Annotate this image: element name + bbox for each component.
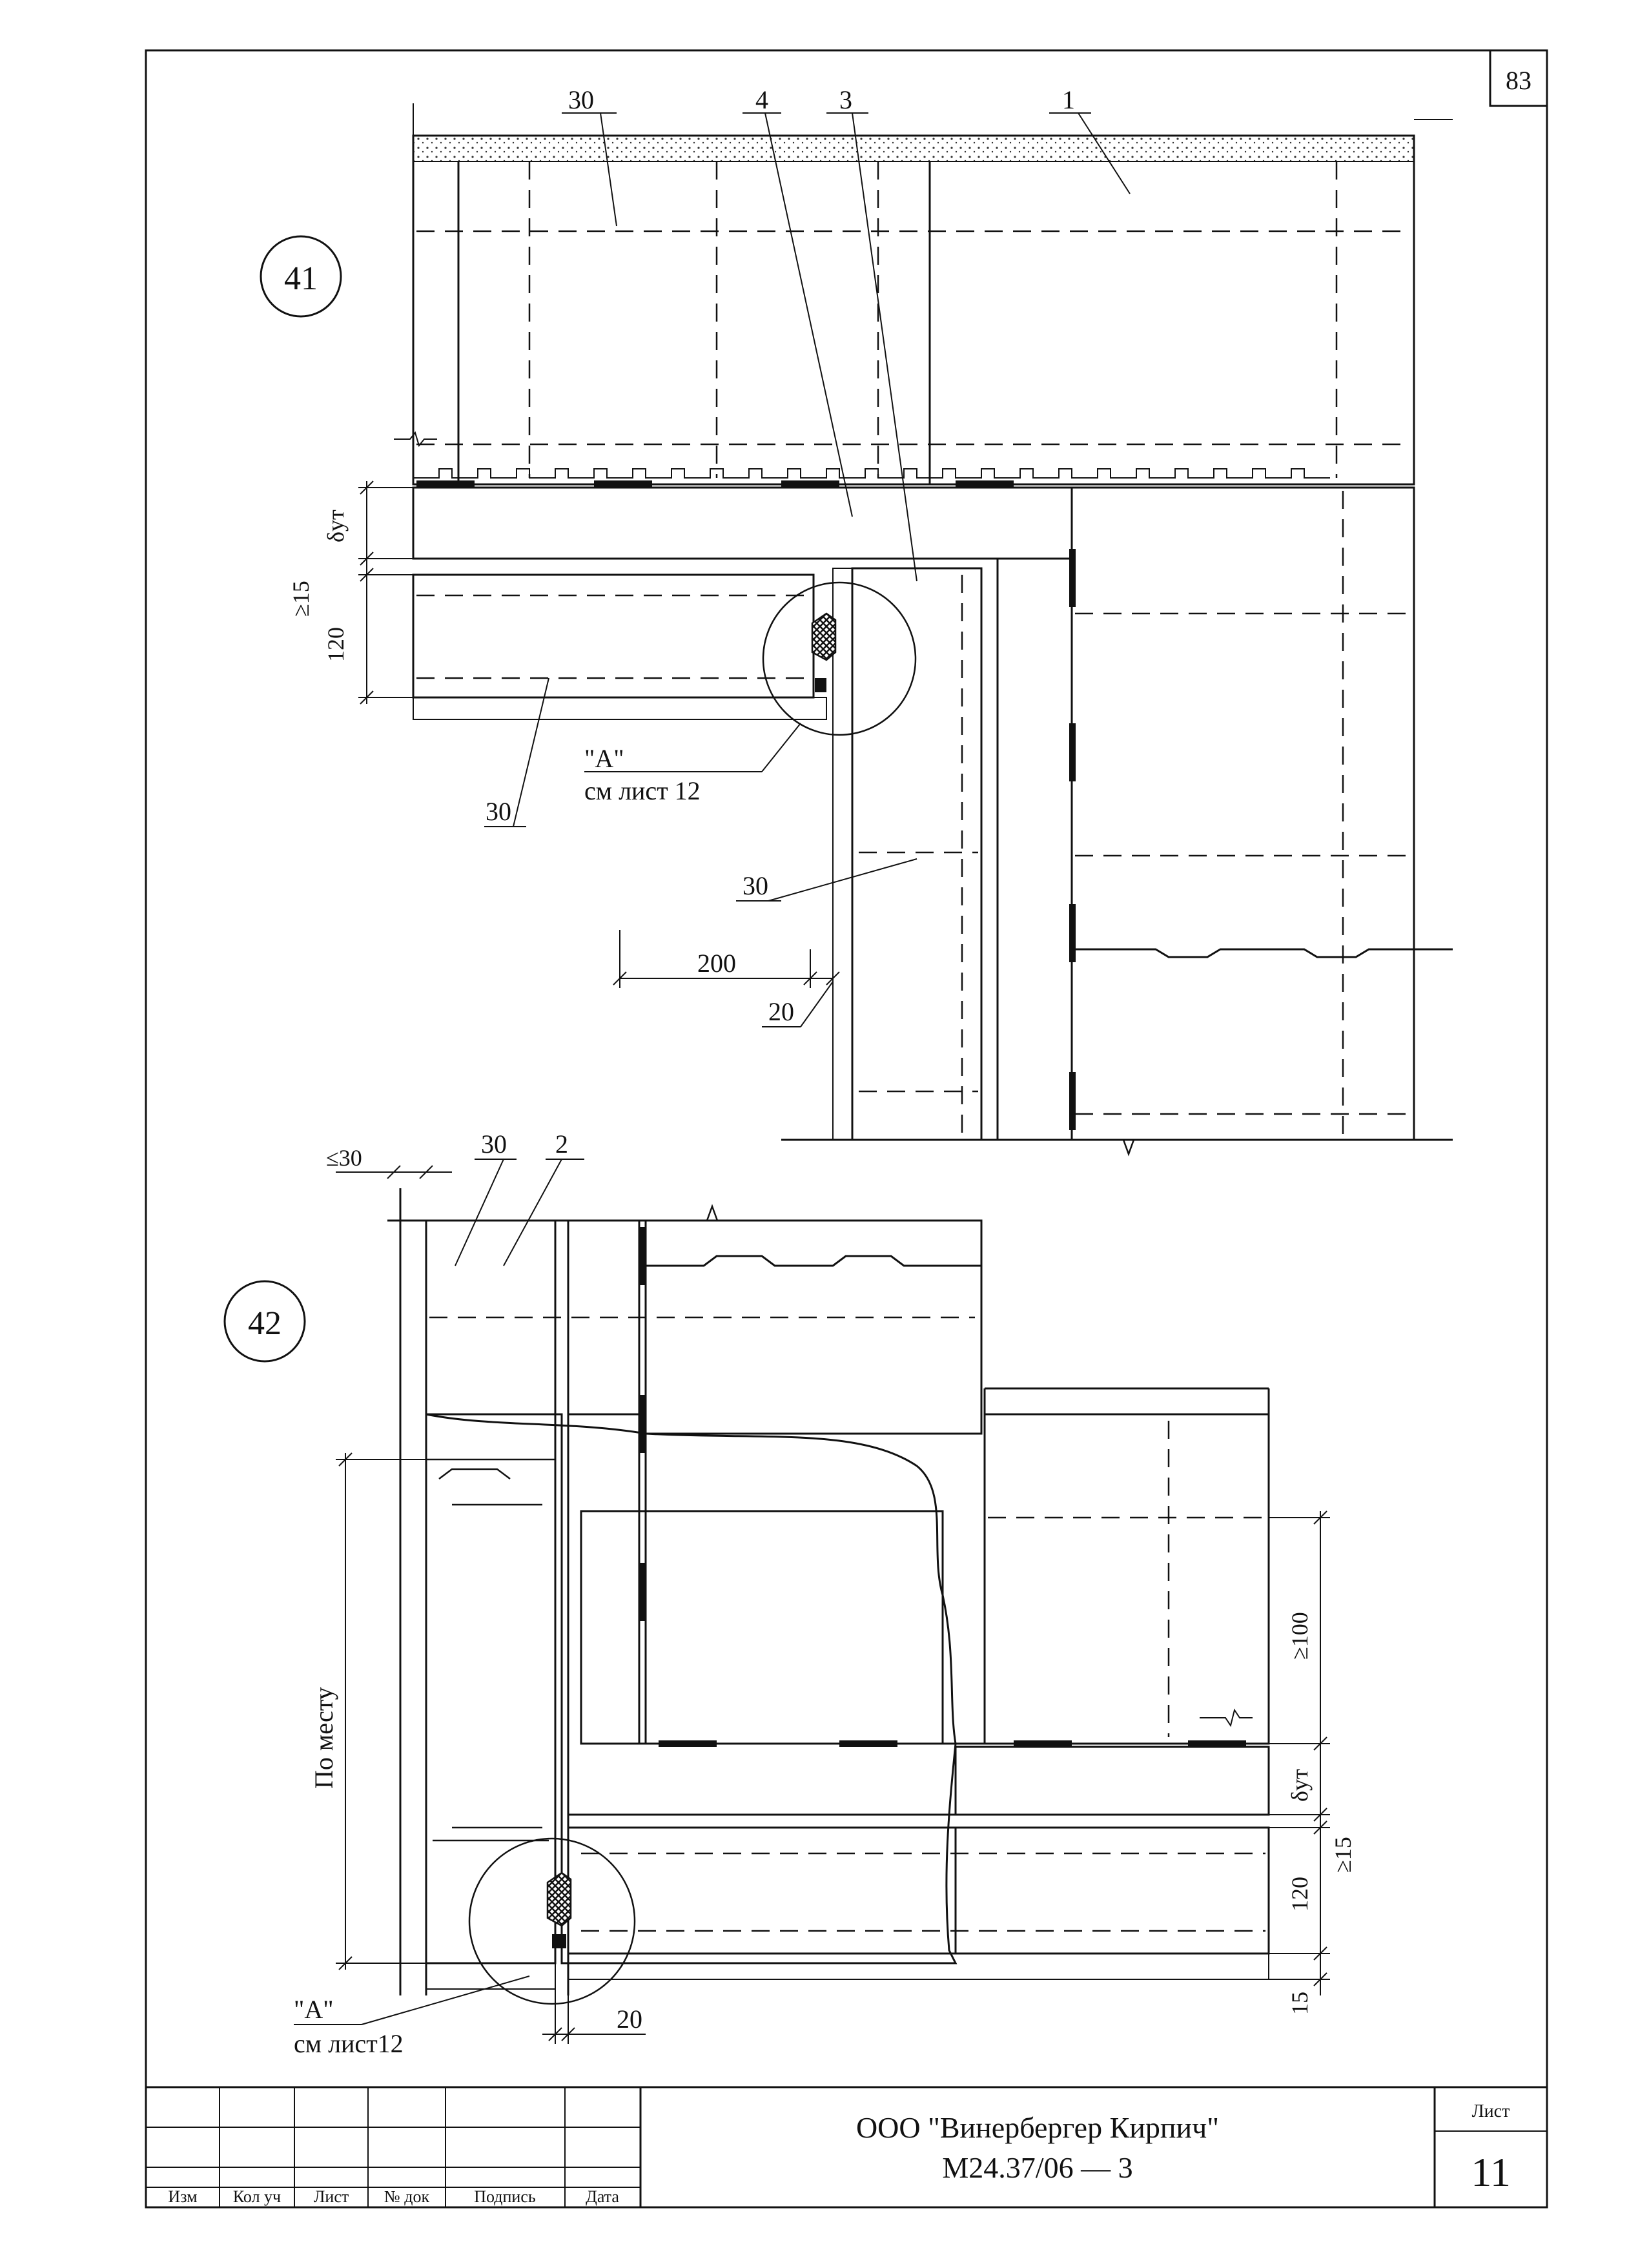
sheet-label: Лист — [1472, 2101, 1510, 2121]
d42-dim-le30: ≤30 — [326, 1145, 362, 1171]
d41-leader-4: 4 — [755, 85, 768, 114]
d41-dim-20: 20 — [768, 997, 794, 1026]
d42-dims-right: ≥100 δут ≥15 120 15 — [1269, 1510, 1356, 2015]
d42-callout-circle — [468, 1837, 636, 2005]
detail-42: 42 30 2 ≤30 По месту ≥1 — [223, 1129, 1356, 2058]
d41-callout-ref: см лист 12 — [584, 776, 701, 805]
d42-callout-ref: см лист12 — [294, 2029, 404, 2058]
sheet-frame — [145, 49, 1548, 2209]
d41-top-block — [412, 134, 1415, 486]
d41-dim-block: 120 — [323, 627, 349, 662]
d41-callout-a: "A" — [584, 744, 624, 773]
tb-col-kol-uch: Кол уч — [233, 2187, 281, 2206]
d41-insulation-v — [996, 557, 1073, 1141]
d41-sealant — [811, 612, 837, 661]
d41-inner-block-h — [412, 573, 815, 699]
d41-leader-30-top: 30 — [568, 85, 594, 114]
d41-right-block — [1070, 486, 1415, 1141]
d42-dims-bottom: 20 — [542, 1963, 646, 2044]
d42-dim-gap: ≥15 — [1330, 1837, 1356, 1873]
d42-leader-30: 30 — [481, 1129, 507, 1159]
tb-col-izm: Изм — [168, 2187, 197, 2206]
title-block: Изм Кол уч Лист № док Подпись Дата ООО "… — [146, 2086, 1547, 2207]
tb-col-signature: Подпись — [474, 2187, 536, 2206]
d42-leader-2: 2 — [555, 1129, 568, 1159]
d42-right-block — [983, 1413, 1270, 1745]
d41-insulation-h — [412, 486, 1073, 560]
corner-number: 83 — [1506, 66, 1531, 95]
d42-cutaway — [425, 1413, 958, 1964]
d42-dim-20: 20 — [617, 2005, 642, 2034]
sheet-number: 11 — [1471, 2149, 1511, 2195]
d42-number-circle — [223, 1280, 306, 1363]
d41-number-circle — [260, 235, 342, 318]
detail-41: 41 30 4 3 1 30 30 "A" см лист 12 — [260, 85, 1453, 1157]
d42-callout-a: "A" — [294, 1995, 334, 2024]
d41-callout-circle — [762, 581, 917, 736]
tb-col-doc-no: № док — [384, 2187, 430, 2206]
d42-inner-block-top — [644, 1219, 983, 1435]
d41-leader-30-right: 30 — [743, 871, 768, 900]
tb-col-list: Лист — [314, 2187, 349, 2206]
d42-dim-block: 120 — [1287, 1877, 1313, 1912]
d41-dim-200: 200 — [697, 949, 736, 978]
d42-left-block-low — [425, 1413, 557, 1964]
document-code: М24.37/06 — 3 — [942, 2151, 1132, 2184]
d41-dim-gap: ≥15 — [288, 581, 314, 617]
d42-mortar-marks — [639, 1227, 1246, 1747]
d41-inner-block-v — [851, 567, 983, 1141]
d42-dim-15: 15 — [1287, 1992, 1313, 2015]
d41-leader-1: 1 — [1062, 85, 1075, 114]
d42-sealant — [546, 1871, 572, 1927]
company-name: ООО "Винербергер Кирпич" — [856, 2111, 1219, 2144]
d41-number: 41 — [284, 260, 318, 297]
tb-col-date: Дата — [586, 2187, 619, 2206]
d41-dims-bottom: 200 20 — [613, 930, 840, 1027]
d42-dim-insulation: δут — [1287, 1769, 1313, 1802]
d42-block-120 — [954, 1826, 1270, 1955]
d41-dims-left: δут ≥15 120 — [288, 480, 413, 705]
d42-number: 42 — [248, 1305, 282, 1342]
d41-mortar-marks — [416, 480, 1076, 1130]
d41-leader-30-bottom: 30 — [486, 797, 511, 826]
d42-dims-left: ≤30 По месту — [309, 1145, 452, 1970]
d41-dim-insulation: δут — [323, 510, 349, 542]
corner-number-box: 83 — [1489, 49, 1548, 107]
d41-leader-3: 3 — [839, 85, 852, 114]
d42-dim-in-place: По месту — [309, 1687, 338, 1789]
d42-insulation-h — [954, 1746, 1270, 1816]
d42-dim-ge100: ≥100 — [1287, 1612, 1313, 1660]
